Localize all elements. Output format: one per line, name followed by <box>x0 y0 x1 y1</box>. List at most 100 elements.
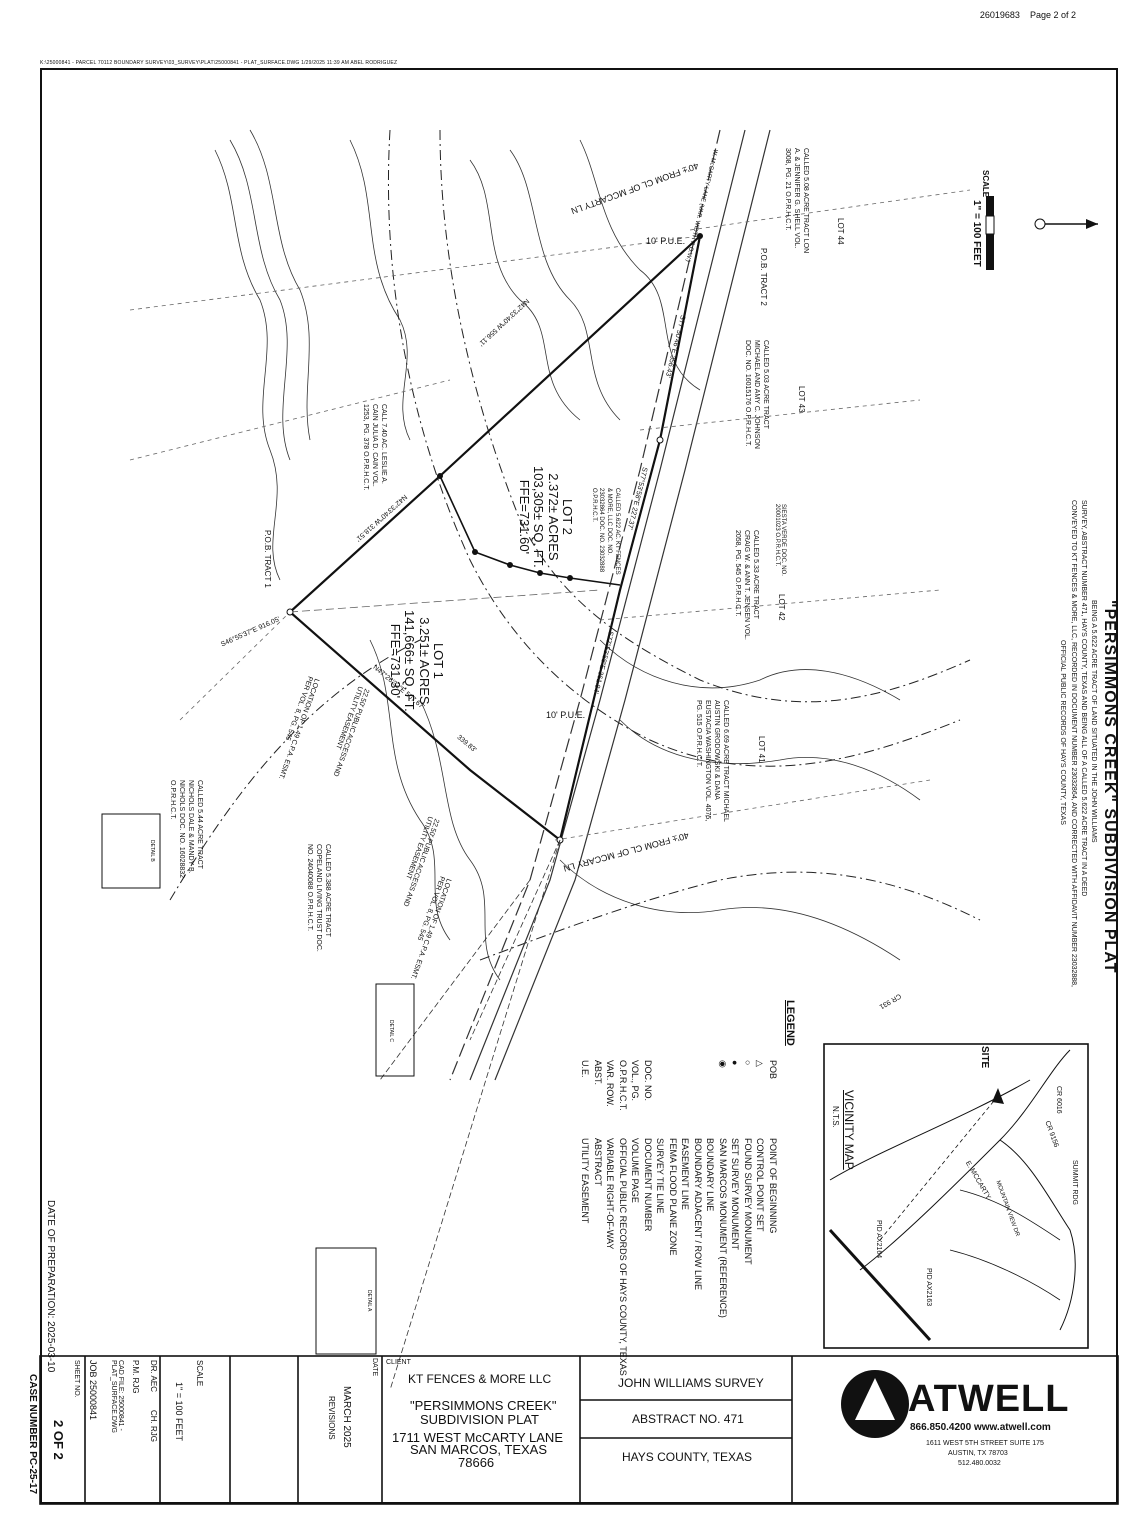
legend-symbol <box>653 1060 666 1138</box>
scale-label: SCALE <box>981 170 990 198</box>
pob-tract2: P.O.B. TRACT 2 <box>759 248 768 306</box>
page-number: Page 2 of 2 <box>1029 10 1076 20</box>
legend-symbol: △ <box>755 1060 766 1067</box>
title-desc-3: CONVEYED TO KT FENCES & MORE, LLC, RECOR… <box>1070 500 1077 988</box>
boundary-lines <box>288 235 702 842</box>
cad-file: CAD FILE: 25000841 - PLAT_SURFACE.DWG <box>110 1360 124 1433</box>
legend-symbol: ● <box>730 1060 741 1066</box>
firm-phone: 512.480.0032 <box>958 1460 1001 1467</box>
sheet-number: 2 OF 2 <box>51 1420 66 1460</box>
legend-text: VOLUME PAGE <box>630 1138 641 1203</box>
lot1-label: LOT 1 3.251± ACRES 141,666± SQ. FT. FFE=… <box>388 610 446 712</box>
vicinity-road-1: CR 6016 <box>1055 1086 1062 1114</box>
legend-text: ABSTRACT <box>593 1138 603 1187</box>
atwell-logo <box>841 1370 909 1438</box>
vicinity-site: SITE <box>979 1046 990 1069</box>
legend-symbol: DOC. NO. <box>643 1060 653 1102</box>
cain-tract: CALL 7.40 AC. LESLIE A. CAIN JULIA D. CA… <box>361 404 387 491</box>
legend-text: CONTROL POINT SET <box>755 1138 766 1232</box>
terrain-contours <box>214 129 921 981</box>
flood-zone-lines <box>169 129 981 961</box>
legend-item: O.P.R.H.C.T. OFFICIAL PUBLIC RECORDS OF H… <box>616 1060 628 1376</box>
vicinity-nts: N.T.S. <box>831 1106 840 1128</box>
legend-text: UTILITY EASEMENT <box>580 1138 591 1224</box>
sheet-label: SHEET NO. <box>73 1360 80 1398</box>
lot2-sqft: 103,305± SQ. FT. <box>531 466 547 568</box>
survey-name: JOHN WILLIAMS SURVEY <box>618 1376 764 1390</box>
legend-item: SURVEY TIE LINE <box>653 1060 666 1376</box>
legend-text: OFFICIAL PUBLIC RECORDS OF HAYS COUNTY, … <box>618 1138 628 1376</box>
legend-symbol <box>691 1060 704 1138</box>
pue-2: 10' P.U.E. <box>546 710 586 720</box>
title-desc-4: OFFICIAL PUBLIC RECORDS OF HAYS COUNTY, … <box>1059 640 1066 825</box>
legend-symbol: VOL., PG. <box>630 1060 641 1102</box>
survey-tie <box>379 839 561 1391</box>
legend-symbol: VAR. ROW. <box>605 1060 616 1107</box>
legend-symbol: ○ <box>743 1060 753 1066</box>
legend-item: U.E. UTILITY EASEMENT <box>578 1060 591 1376</box>
pob-tract1: P.O.B. TRACT 1 <box>263 530 272 588</box>
vicinity-pid-1: PID AX2164 <box>875 1220 882 1259</box>
legend-text: FOUND SURVEY MONUMENT <box>743 1138 753 1265</box>
legend-symbol: ABST. <box>593 1060 603 1086</box>
vicinity-map <box>823 1043 1089 1349</box>
project-address-2: SAN MARCOS, TEXAS <box>410 1442 548 1457</box>
legend-symbol <box>703 1060 716 1138</box>
lot2-acres: 2.372± ACRES <box>545 473 561 561</box>
legend-text: SAN MARCOS MONUMENT (REFERENCE) <box>718 1138 728 1318</box>
firm-contact: 866.850.4200 www.atwell.com <box>910 1422 1051 1433</box>
project-name-1: "PERSIMMONS CREEK" <box>410 1398 557 1413</box>
date-label: DATE <box>371 1358 378 1377</box>
lot2-label: LOT 2 2.372± ACRES 103,305± SQ. FT. FFE=… <box>517 466 575 568</box>
monuments <box>286 233 703 844</box>
legend-symbol: O.P.R.H.C.T. <box>618 1060 628 1111</box>
legend-text: FEMA FLOOD PLANE ZONE <box>668 1138 678 1256</box>
project-zip: 78666 <box>458 1455 495 1470</box>
lot1-acres: 3.251± ACRES <box>416 617 432 705</box>
legend-item: BOUNDARY LINE <box>703 1060 716 1376</box>
firm-name: ATWELL <box>908 1378 1070 1420</box>
lot1-ffe: FFE=731.30' <box>388 623 404 699</box>
legend-symbol <box>666 1060 679 1138</box>
project-manager: P.M. RJG <box>131 1360 140 1394</box>
abstract-no: ABSTRACT NO. 471 <box>632 1412 744 1426</box>
legend-text: SET SURVEY MONUMENT <box>730 1138 741 1251</box>
vicinity-pid-2: PID AX2163 <box>925 1268 932 1307</box>
legend-text: DOCUMENT NUMBER <box>643 1138 653 1232</box>
legend-symbol: U.E. <box>580 1060 591 1078</box>
client-label: CLIENT <box>386 1359 411 1366</box>
scale-text: 1" = 100 FEET <box>971 200 982 267</box>
legend-item: VAR. ROW. VARIABLE RIGHT-OF-WAY <box>603 1060 616 1376</box>
legend-text: VARIABLE RIGHT-OF-WAY <box>605 1138 616 1250</box>
plat-title: "PERSIMMONS CREEK" SUBDIVISION PLAT <box>1101 600 1118 974</box>
scale-bar <box>985 196 995 270</box>
kt-tract: CALLED 5.622 AC. KT FENCES & MORE, LLC D… <box>590 488 620 575</box>
legend-item: ◉SAN MARCOS MONUMENT (REFERENCE) <box>716 1060 728 1376</box>
date-prep: DATE OF PREPARATION: 2025-03-10 <box>45 1200 56 1372</box>
detail-boxes <box>101 813 415 1355</box>
detail-c: DETAIL C <box>388 1020 394 1042</box>
case-number: CASE NUMBER PC-25-17 <box>27 1374 38 1495</box>
legend-text: POINT OF BEGINNING <box>768 1138 778 1234</box>
doc-id: 26019683 <box>979 10 1020 20</box>
legend-symbol <box>678 1060 691 1138</box>
client-name: KT FENCES & MORE LLC <box>408 1372 552 1386</box>
jensen-tract: CALLED 5.33 ACRE TRACT CRAIG W. & ANN T.… <box>733 530 759 640</box>
legend-text: BOUNDARY ADJACENT / ROW LINE <box>693 1138 703 1291</box>
vicinity-title: VICINITY MAP <box>842 1090 856 1170</box>
adjacent-lines <box>129 189 971 841</box>
legend-text: BOUNDARY LINE <box>705 1138 716 1212</box>
legend-item: DOC. NO. DOCUMENT NUMBER <box>641 1060 653 1376</box>
revisions-label: REVISIONS <box>327 1396 336 1440</box>
lot-division-line <box>439 475 621 586</box>
scale-block-value: 1" = 100 FEET <box>174 1382 184 1441</box>
legend-item: ABST. ABSTRACT <box>591 1060 603 1376</box>
checked-by: CH. RJG <box>149 1410 158 1442</box>
nichols-tract: CALLED 5.44 ACRE TRACT NICHOLS DALE & MA… <box>168 780 203 879</box>
lot-44: LOT 44 <box>836 218 845 245</box>
firm-address-2: AUSTIN, TX 78703 <box>948 1450 1008 1457</box>
page-header: 26019683 Page 2 of 2 <box>980 10 1076 20</box>
